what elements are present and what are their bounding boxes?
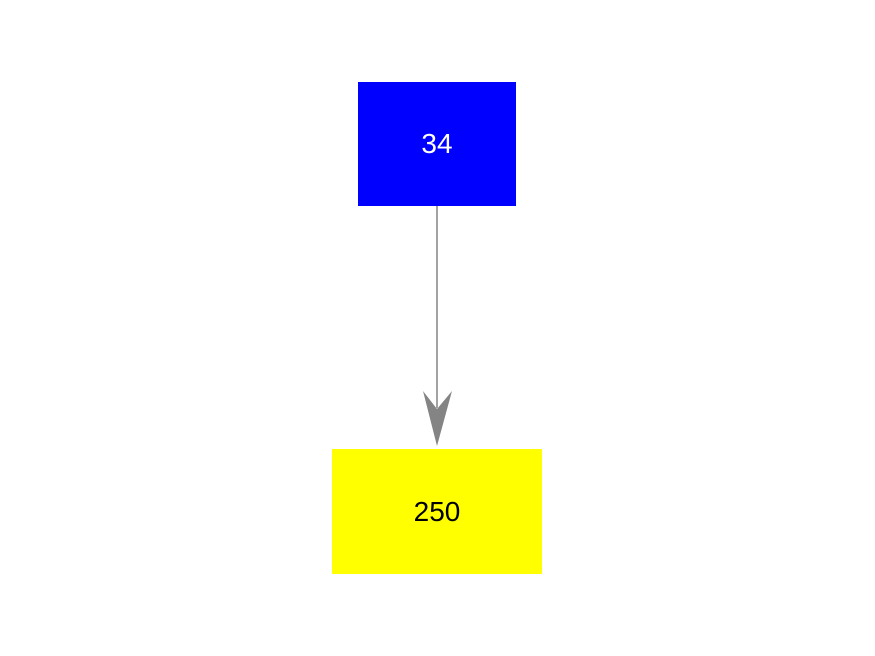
node-34[interactable]: 34 [358,82,516,206]
node-label: 34 [421,128,453,159]
arrowhead-icon [423,391,452,446]
node-250[interactable]: 250 [332,449,542,574]
node-label: 250 [413,495,461,527]
